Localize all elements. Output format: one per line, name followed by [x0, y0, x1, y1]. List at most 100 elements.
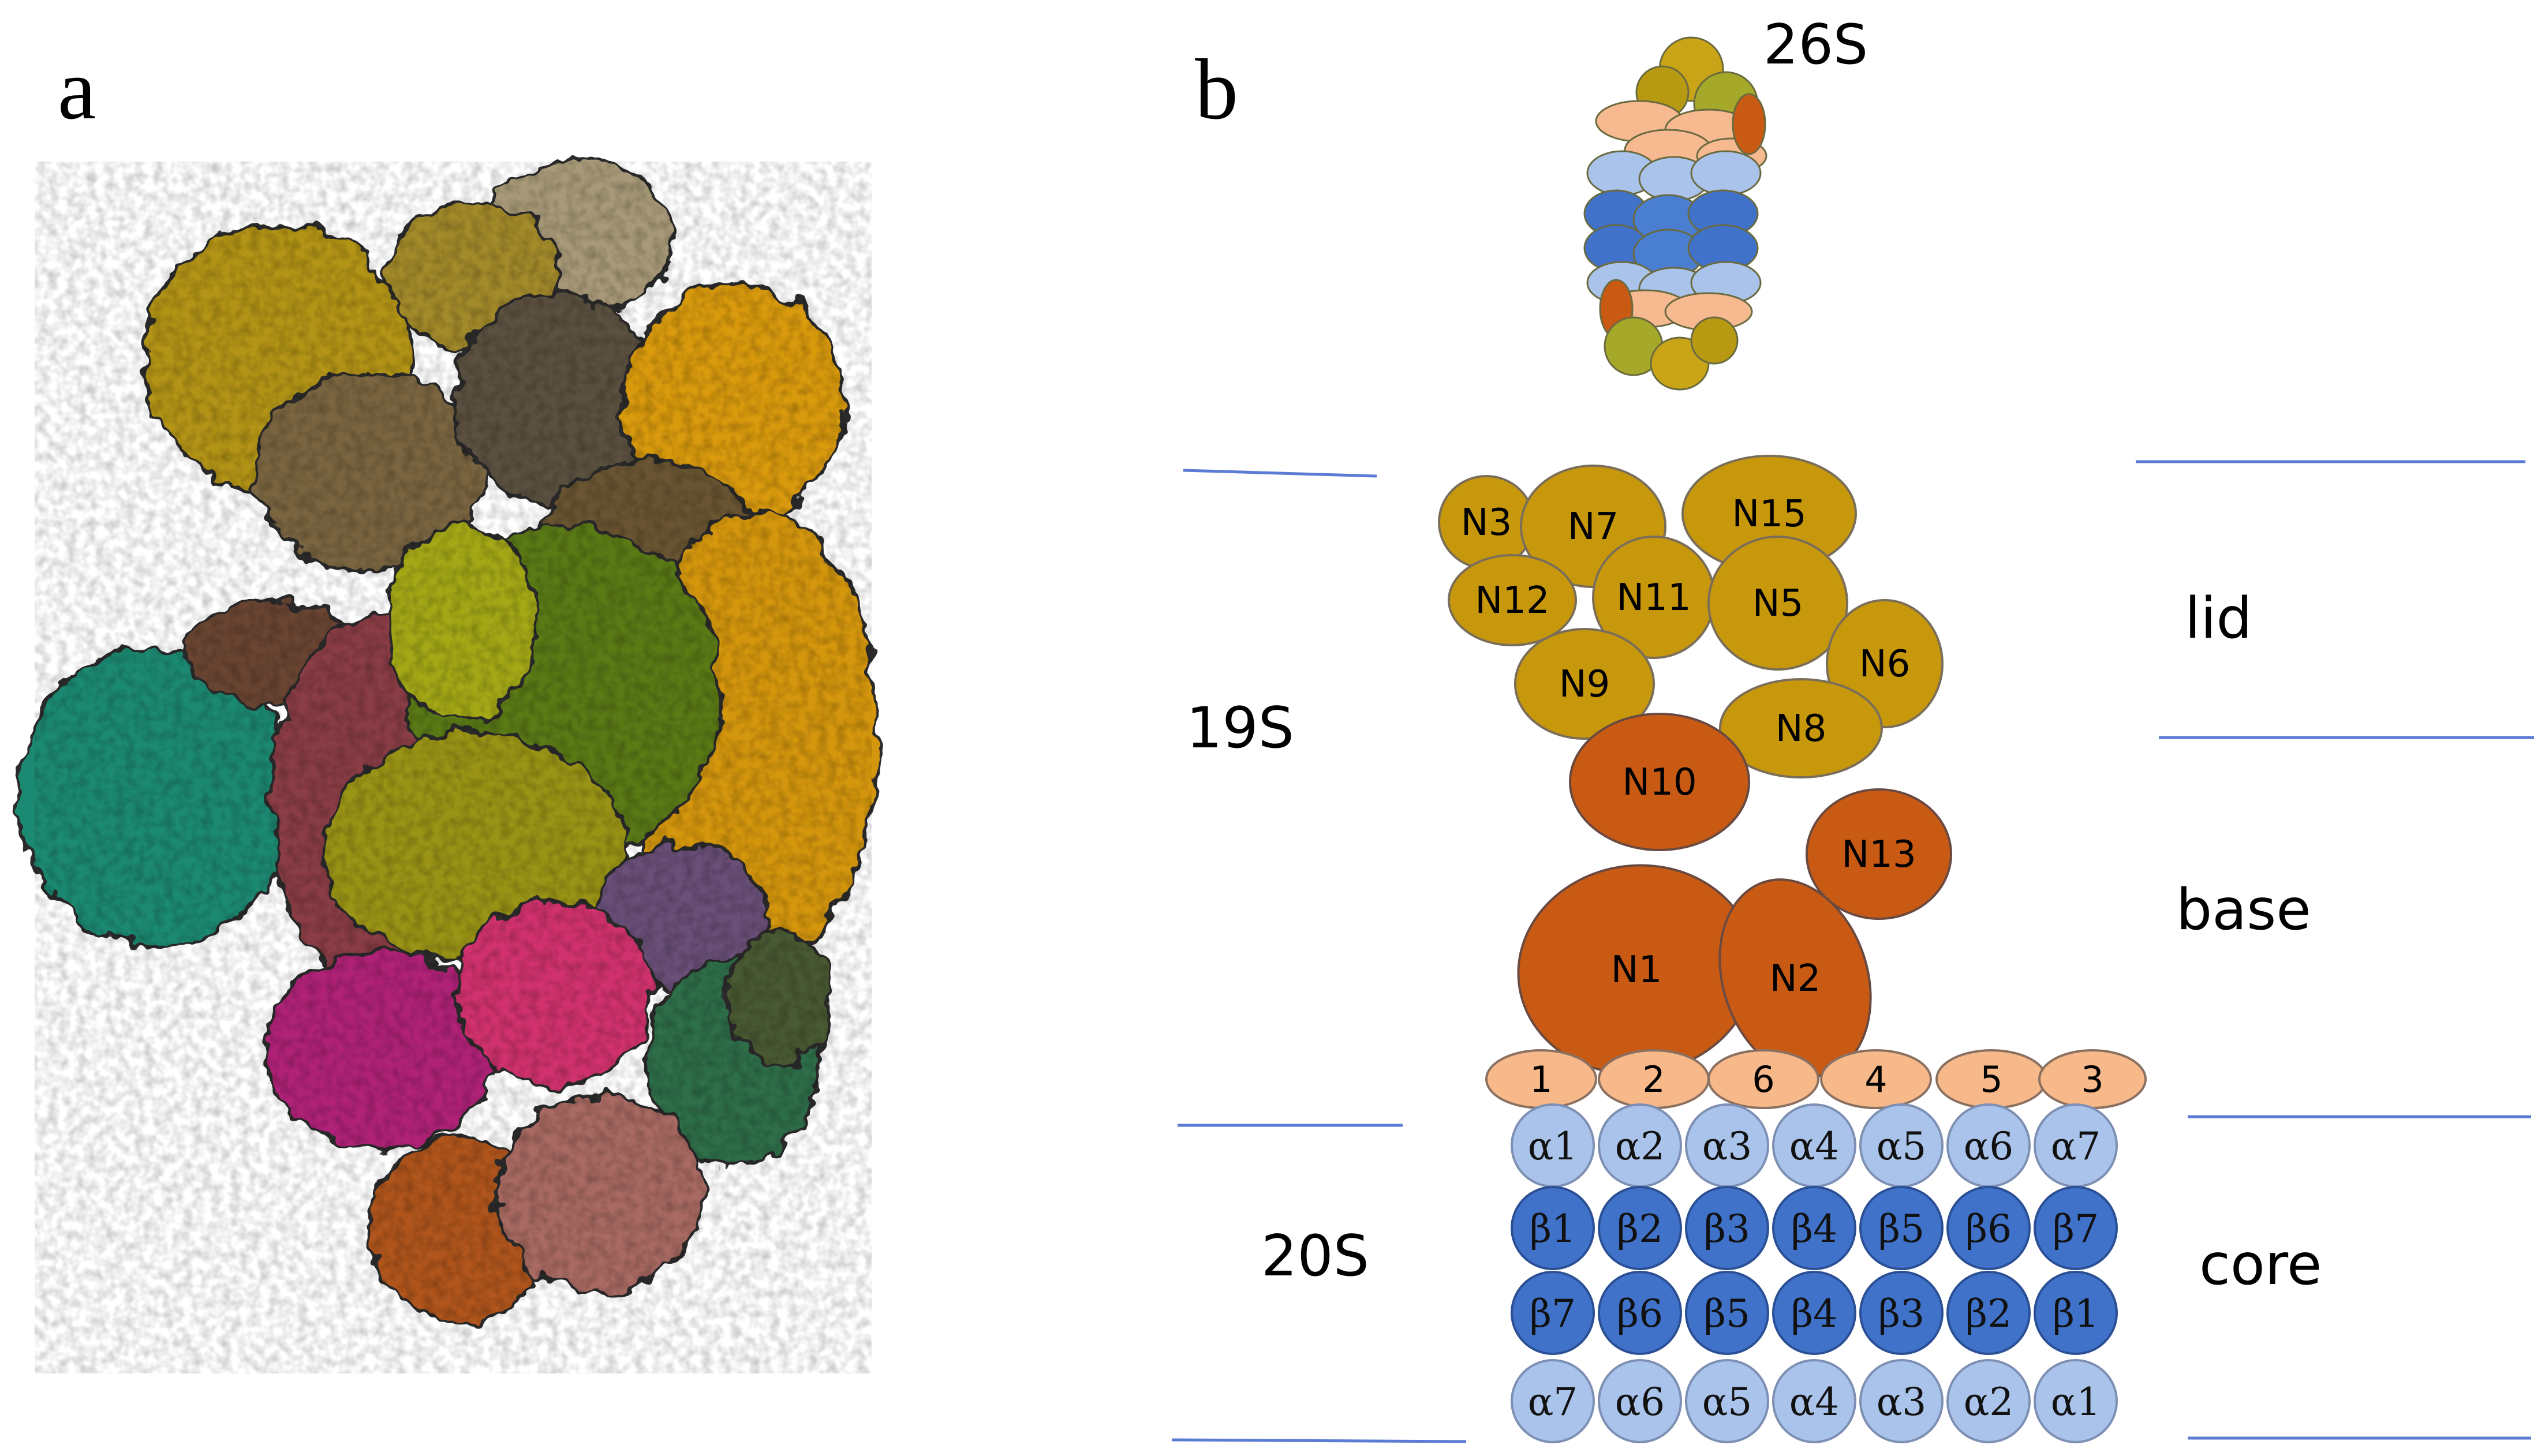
beta-subunit-r3-c7: [2034, 1271, 2118, 1355]
lid-subunit-n11-label: N11: [1616, 577, 1691, 619]
lid-subunit-n12-label: N12: [1475, 579, 1549, 622]
mini-base: [1732, 93, 1766, 155]
atpase-subunit-3-label: 3: [2081, 1058, 2103, 1101]
alpha-subunit-r4-c7: [2034, 1359, 2118, 1443]
beta-subunit-r2-c4: [1772, 1186, 1856, 1270]
alpha-subunit-label: α5: [1702, 1380, 1752, 1424]
beta-subunit-label: β5: [1704, 1292, 1750, 1336]
beta-subunit-r2-c3: [1685, 1186, 1769, 1270]
beta-subunit-label: β7: [1530, 1292, 1576, 1336]
beta-subunit-label: β2: [1617, 1207, 1663, 1251]
divider-left-top: [1183, 469, 1377, 478]
base-subunits: N10 N13 N1 N2: [1517, 713, 1952, 1078]
lid-subunit-n5-label: N5: [1752, 582, 1804, 625]
beta-subunit-r2-c6: [1946, 1186, 2031, 1270]
alpha-subunit-label: α7: [1528, 1380, 1578, 1424]
alpha-subunit-label: α3: [1702, 1124, 1752, 1169]
alpha-subunit-label: α5: [1877, 1124, 1927, 1169]
panel-a: a: [16, 42, 879, 1373]
beta-subunit-r3-c4: [1772, 1271, 1856, 1355]
panel-b-label: b: [1195, 42, 1238, 137]
alpha-subunit-r4-c3: [1685, 1359, 1769, 1443]
beta-subunit-r3-c6: [1946, 1271, 2031, 1355]
alpha-subunit-r4-c4: [1772, 1359, 1856, 1443]
lid-subunit-n5: [1707, 536, 1848, 671]
panel-b: b: [1171, 13, 2534, 1443]
atpase-subunit-4-label: 4: [1864, 1058, 1887, 1101]
base-subunit-n13: [1806, 788, 1952, 920]
beta-subunit-r3-c5: [1859, 1271, 1944, 1355]
atpase-subunit-4: [1820, 1049, 1932, 1109]
alpha-subunit-label: α7: [2051, 1124, 2101, 1169]
beta-subunit-label: β3: [1704, 1207, 1750, 1251]
19s-label: 19S: [1186, 695, 1294, 761]
mini-cap: [1690, 316, 1739, 365]
base-subunit-n2-label: N2: [1770, 957, 1821, 1000]
lid-subunit-n8-label: N8: [1776, 708, 1827, 750]
alpha-subunit-label: α2: [1964, 1380, 2014, 1424]
beta-subunit-r2-c5: [1859, 1186, 1944, 1270]
beta-subunit-label: β2: [1965, 1292, 2012, 1336]
surface-texture: [35, 162, 872, 1373]
atpase-subunit-6-label: 6: [1752, 1058, 1774, 1101]
lid-subunits: N3 N7 N15 N12 N11 N5 N6 N9 N8: [1438, 455, 1944, 778]
26s-mini-icon: [1583, 36, 1767, 391]
atpase-subunit-1-label: 1: [1530, 1058, 1552, 1101]
panel-a-label: a: [58, 42, 96, 137]
base-label: base: [2176, 877, 2311, 943]
atpase-ring: 1 2 6 4 5 3: [1485, 1049, 2147, 1109]
base-subunit-n1-label: N1: [1611, 949, 1662, 991]
base-subunit-n10-label: N10: [1622, 761, 1696, 804]
alpha-subunit-label: α1: [1528, 1124, 1578, 1169]
mini-alpha: [1690, 150, 1762, 196]
lid-subunit-n8: [1719, 678, 1883, 778]
lid-label: lid: [2185, 586, 2252, 652]
alpha-subunit-label: α4: [1789, 1124, 1840, 1169]
texture-overlay: [35, 162, 872, 1373]
alpha-subunit-r4-c6: [1946, 1359, 2031, 1443]
alpha-subunit-r4-c2: [1598, 1359, 1682, 1443]
base-subunit-n13-label: N13: [1841, 833, 1916, 876]
lid-subunit-n12: [1448, 554, 1577, 646]
beta-subunit-label: β4: [1791, 1292, 1837, 1336]
20s-label: 20S: [1261, 1223, 1369, 1289]
alpha-subunit-label: α2: [1615, 1124, 1665, 1169]
divider-left-bottom: [1171, 1438, 1467, 1443]
lid-subunit-n9: [1514, 628, 1655, 740]
lid-subunit-n9-label: N9: [1559, 663, 1610, 706]
divider-lines: [1171, 460, 2534, 1443]
beta-subunit-label: β7: [2053, 1207, 2099, 1251]
alpha-subunit-label: α6: [1615, 1380, 1665, 1424]
beta-subunit-label: β3: [1878, 1292, 1924, 1336]
alpha-subunit-label: α1: [2051, 1380, 2101, 1424]
alpha-subunit-label: α6: [1964, 1124, 2014, 1169]
base-subunit-n10: [1569, 713, 1750, 851]
alpha-subunit-label: α3: [1877, 1380, 1927, 1424]
core-particle-grid: α1 α2 α3 α4 α5 α6 α7 β1 β2 β3 β4 β5 β6 β7 β7 β6 β5 β4 β3 β2…: [1511, 1103, 2118, 1443]
alpha-subunit-label: α4: [1789, 1380, 1840, 1424]
beta-subunit-label: β1: [1530, 1207, 1576, 1251]
beta-subunit-label: β1: [2053, 1292, 2099, 1336]
atpase-subunit-5-label: 5: [1980, 1058, 2002, 1101]
alpha-subunit-r4-c1: [1511, 1359, 1595, 1443]
beta-subunit-r3-c2: [1598, 1271, 1682, 1355]
beta-subunit-label: β5: [1878, 1207, 1924, 1251]
lid-subunit-n7-label: N7: [1568, 506, 1619, 548]
atpase-subunit-2-label: 2: [1642, 1058, 1665, 1101]
beta-subunit-label: β4: [1791, 1207, 1837, 1251]
lid-subunit-n6-label: N6: [1859, 643, 1911, 686]
beta-subunit-r2-c2: [1598, 1186, 1682, 1270]
lid-subunit-n15-label: N15: [1732, 493, 1806, 536]
beta-subunit-r3-c3: [1685, 1271, 1769, 1355]
atpase-subunit-6: [1707, 1049, 1819, 1109]
beta-subunit-label: β6: [1965, 1207, 2012, 1251]
beta-subunit-r2-c7: [2034, 1186, 2118, 1270]
beta-subunit-r2-c1: [1511, 1186, 1595, 1270]
26s-label: 26S: [1763, 13, 1868, 77]
beta-subunit-label: β6: [1617, 1292, 1663, 1336]
core-label: core: [2199, 1232, 2322, 1298]
beta-subunit-r3-c1: [1511, 1271, 1595, 1355]
lid-subunit-n3-label: N3: [1461, 501, 1512, 544]
alpha-subunit-r4-c5: [1859, 1359, 1944, 1443]
